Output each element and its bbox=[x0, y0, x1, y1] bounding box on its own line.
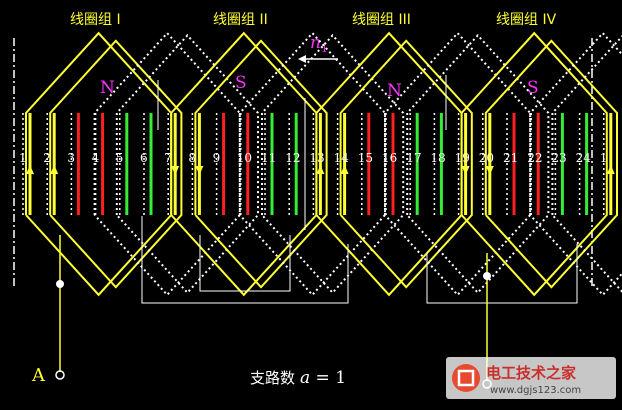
group-title-1: 线圈组 I bbox=[70, 12, 121, 28]
current-arrow bbox=[195, 166, 204, 175]
slot-number: 2 bbox=[43, 151, 51, 165]
slot-number: 19 bbox=[455, 151, 470, 165]
coil-solid-4-a bbox=[460, 31, 608, 297]
slot-number: 13 bbox=[309, 151, 324, 165]
coil-solid-3-b bbox=[339, 39, 473, 289]
pole-label-3: N bbox=[387, 81, 402, 101]
coil-winding bbox=[25, 31, 622, 297]
coil-dotted-4-a bbox=[529, 31, 622, 297]
group-title-4: 线圈组 IV bbox=[496, 12, 557, 28]
pole-label-2: S bbox=[235, 73, 247, 93]
slot-number: 6 bbox=[140, 151, 148, 165]
current-arrow bbox=[26, 165, 34, 174]
coil-solid-2-b bbox=[194, 39, 328, 289]
slot-number: 17 bbox=[406, 151, 421, 165]
slot-number: 18 bbox=[430, 151, 445, 165]
rotation-arrow bbox=[298, 55, 338, 63]
coil-dotted-2-b bbox=[261, 33, 405, 295]
pole-label-4: S bbox=[527, 78, 539, 98]
coil-solid-1-b bbox=[49, 39, 183, 289]
coil-solid-4-b bbox=[484, 39, 618, 289]
slot-number: 11 bbox=[261, 151, 276, 165]
slot-number: 1 bbox=[600, 151, 608, 165]
terminal-a-label: A bbox=[31, 365, 46, 386]
connection-wires bbox=[141, 75, 578, 304]
lead-wires bbox=[55, 235, 492, 389]
slot-number: 10 bbox=[237, 151, 252, 165]
slot-number: 3 bbox=[67, 151, 75, 165]
coil-dotted-3-a bbox=[384, 31, 532, 297]
current-arrow bbox=[316, 165, 325, 174]
slot-number: 9 bbox=[213, 151, 221, 165]
slot-conductors bbox=[22, 113, 615, 215]
slot-number: 5 bbox=[116, 151, 124, 165]
group-title-2: 线圈组 II bbox=[213, 12, 268, 28]
slot-number: 21 bbox=[503, 151, 518, 165]
group-title-3: 线圈组 III bbox=[352, 12, 411, 28]
current-arrow bbox=[606, 165, 615, 174]
current-arrow bbox=[340, 165, 349, 174]
slot-number: 7 bbox=[164, 151, 172, 165]
slot-number: 12 bbox=[285, 151, 300, 165]
current-arrow bbox=[485, 166, 494, 175]
slot-number: 4 bbox=[92, 151, 100, 165]
pole-label-1: N bbox=[100, 78, 115, 98]
watermark-url: www.dgjs123.com bbox=[490, 385, 581, 396]
current-arrow bbox=[50, 165, 59, 174]
watermark-title: 电工技术之家 bbox=[486, 364, 576, 382]
coil-dotted-2-a bbox=[238, 31, 386, 297]
coil-dotted-3-b bbox=[406, 33, 550, 295]
current-arrow bbox=[171, 166, 180, 175]
slot-number: 20 bbox=[479, 151, 494, 165]
slot-number: 22 bbox=[527, 151, 542, 165]
slot-number: 23 bbox=[551, 151, 566, 165]
slot-number: 1 bbox=[19, 151, 27, 165]
slot-number: 16 bbox=[382, 151, 397, 165]
slot-number: 8 bbox=[188, 151, 196, 165]
coil-dotted-1-b bbox=[115, 33, 259, 295]
watermark-logo: 电工技术之家 www.dgjs123.com bbox=[446, 357, 616, 399]
slot-number: 14 bbox=[334, 151, 350, 165]
coil-dotted-1-a bbox=[93, 31, 241, 297]
coil-dotted-4-b bbox=[551, 34, 622, 294]
slot-number: 24 bbox=[576, 151, 592, 165]
slot-number: 15 bbox=[358, 151, 373, 165]
speed-label: n1 bbox=[310, 33, 328, 55]
current-arrow bbox=[461, 166, 470, 175]
